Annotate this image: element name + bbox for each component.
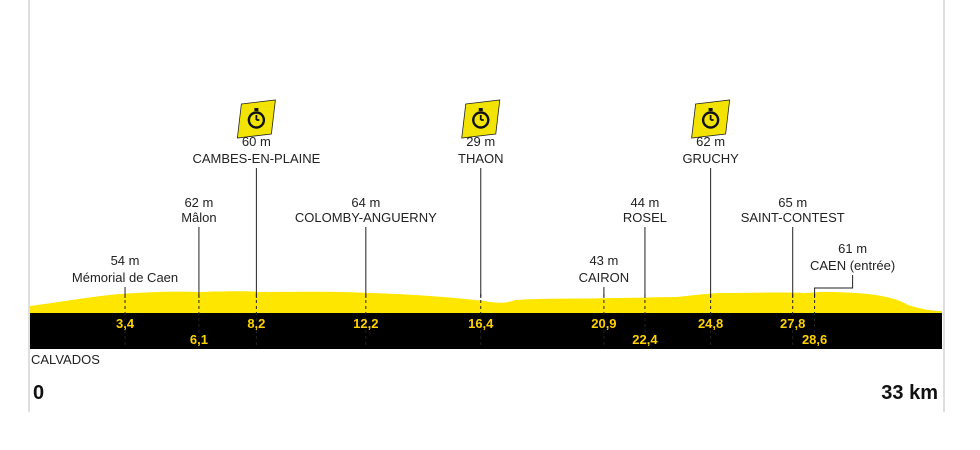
marker-leader-line	[814, 275, 854, 298]
marker-place-label: Mâlon	[181, 210, 216, 225]
marker-place-label: ROSEL	[623, 210, 667, 225]
region-label: CALVADOS	[31, 352, 100, 367]
marker-place-label: Mémorial de Caen	[72, 270, 178, 285]
marker-place-label: COLOMBY-ANGUERNY	[295, 210, 437, 225]
marker-place-label: SAINT-CONTEST	[741, 210, 845, 225]
distance-end-label: 33 km	[881, 382, 938, 404]
km-label: 3,4	[116, 316, 135, 331]
km-label: 22,4	[632, 332, 658, 347]
elevation-profile-area	[30, 291, 942, 313]
km-label: 27,8	[780, 316, 805, 331]
km-label: 6,1	[190, 332, 208, 347]
marker-place-label: CAMBES-EN-PLAINE	[192, 151, 320, 166]
marker-altitude-label: 60 m	[242, 134, 271, 149]
marker-altitude-label: 61 m	[838, 241, 867, 256]
marker-place-label: CAEN (entrée)	[810, 258, 895, 273]
distance-start-label: 0	[33, 382, 45, 404]
km-label: 8,2	[247, 316, 265, 331]
km-label: 12,2	[353, 316, 378, 331]
stopwatch-icon	[236, 99, 276, 139]
km-label: 24,8	[698, 316, 723, 331]
marker-altitude-label: 54 m	[111, 253, 140, 268]
stopwatch-icon	[691, 99, 731, 139]
km-label: 16,4	[468, 316, 494, 331]
km-label: 20,9	[591, 316, 616, 331]
km-label: 28,6	[802, 332, 827, 347]
distance-band	[30, 313, 942, 349]
marker-altitude-label: 43 m	[589, 253, 618, 268]
stopwatch-icon	[461, 99, 501, 139]
marker-altitude-label: 62 m	[696, 134, 725, 149]
marker-place-label: THAON	[458, 151, 504, 166]
marker-altitude-label: 62 m	[184, 195, 213, 210]
marker-altitude-label: 65 m	[778, 195, 807, 210]
marker-altitude-label: 64 m	[351, 195, 380, 210]
marker-place-label: GRUCHY	[682, 151, 739, 166]
marker-place-label: CAIRON	[579, 270, 630, 285]
marker-altitude-label: 29 m	[466, 134, 495, 149]
marker-altitude-label: 44 m	[630, 195, 659, 210]
